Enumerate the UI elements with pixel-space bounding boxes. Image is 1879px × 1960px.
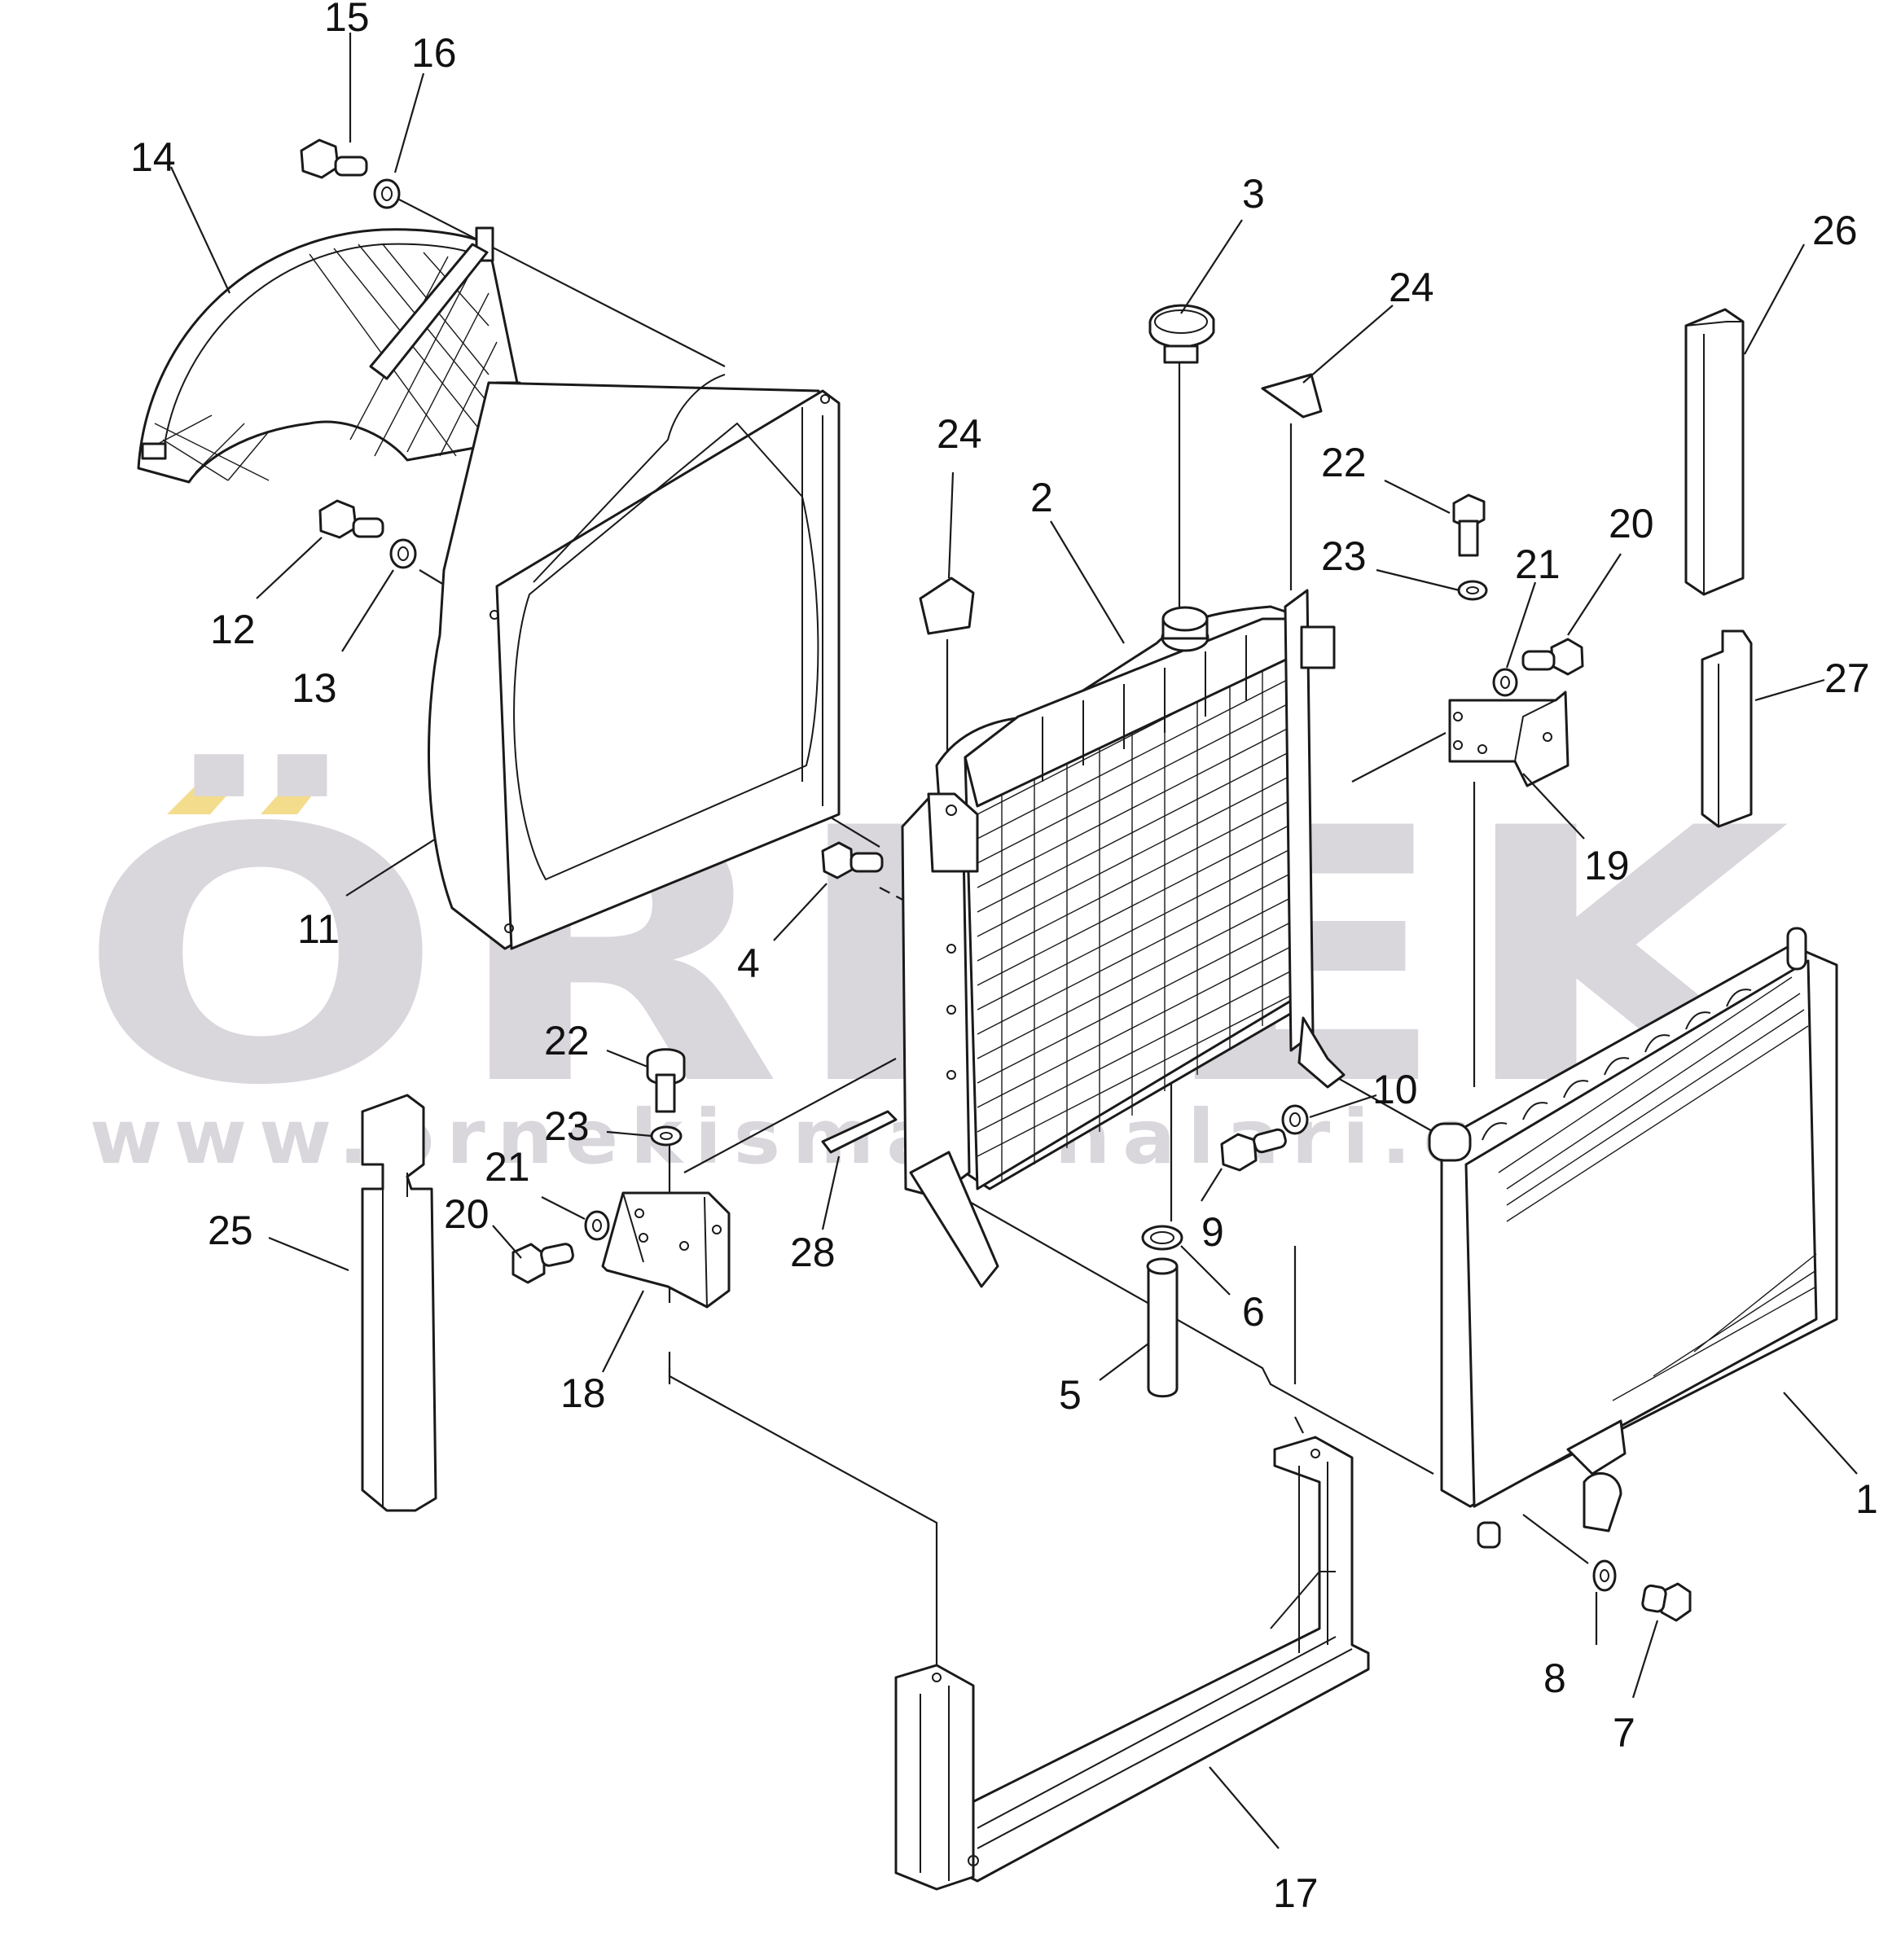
- callout-4: 4: [737, 941, 760, 986]
- callout-leaders: [170, 33, 1858, 1849]
- callout-22-left: 22: [544, 1018, 590, 1063]
- callout-numbers: 1 2 3 4 5 6 7 8 9 10 11 12 13 14 15 16 1…: [130, 0, 1878, 1916]
- washer-8: [1592, 1559, 1617, 1592]
- callout-15: 15: [324, 0, 370, 40]
- oil-cooler: [1428, 927, 1838, 1549]
- callout-20-right: 20: [1609, 501, 1654, 546]
- callout-28: 28: [790, 1230, 836, 1275]
- callout-25: 25: [208, 1208, 253, 1253]
- bracket-18: [601, 1191, 731, 1309]
- callout-18: 18: [560, 1370, 606, 1416]
- washer-21-left: [584, 1210, 610, 1241]
- callout-8: 8: [1543, 1655, 1566, 1701]
- bolt-15: [300, 138, 368, 179]
- drain-hose: [1146, 1257, 1179, 1398]
- callout-26: 26: [1812, 208, 1858, 253]
- callout-3: 3: [1242, 171, 1265, 217]
- callout-23-left: 23: [544, 1103, 590, 1149]
- callout-9: 9: [1201, 1209, 1224, 1255]
- washer-10: [1281, 1104, 1309, 1135]
- fan-guard-screen: [137, 226, 521, 484]
- washer-16: [373, 178, 401, 209]
- washer-23-left: [650, 1125, 683, 1147]
- callout-27: 27: [1824, 656, 1870, 701]
- bracket-19: [1448, 691, 1569, 787]
- callout-24-center: 24: [937, 411, 982, 457]
- seal-27: [1701, 629, 1753, 828]
- bolt-22-left: [646, 1048, 686, 1113]
- rubber-pad-24-center: [919, 577, 975, 635]
- callout-7: 7: [1613, 1710, 1635, 1756]
- watermark-accent-left: [167, 778, 243, 814]
- callout-24-right: 24: [1389, 265, 1434, 310]
- bolt-22-right: [1452, 493, 1486, 557]
- callout-20-left: 20: [444, 1191, 490, 1237]
- support-frame: [894, 1436, 1370, 1891]
- washer-13: [389, 538, 417, 569]
- callout-16: 16: [411, 30, 457, 76]
- drain-valve: [821, 841, 884, 879]
- hose-clamp: [1141, 1225, 1183, 1251]
- callout-23-right: 23: [1321, 533, 1367, 579]
- callout-2: 2: [1030, 475, 1053, 520]
- seal-26: [1684, 308, 1745, 596]
- radiator-cap: [1148, 304, 1215, 364]
- seal-strip: [821, 1110, 898, 1154]
- washer-21-right: [1492, 668, 1518, 697]
- callout-10: 10: [1372, 1067, 1418, 1112]
- callout-1: 1: [1855, 1476, 1878, 1522]
- callout-21-left: 21: [485, 1144, 530, 1190]
- callout-13: 13: [292, 665, 337, 711]
- callout-22-right: 22: [1321, 440, 1367, 485]
- bolt-12: [318, 499, 384, 539]
- fan-shroud: [427, 374, 841, 950]
- seal-25: [361, 1094, 437, 1512]
- bolt-20-left: [511, 1243, 574, 1284]
- callout-5: 5: [1059, 1372, 1082, 1418]
- washer-23-right: [1457, 580, 1488, 601]
- bolt-9: [1220, 1128, 1287, 1172]
- rubber-pad-24-right: [1261, 373, 1323, 419]
- callout-17: 17: [1273, 1870, 1319, 1916]
- watermark-accent-right: [261, 778, 326, 814]
- bolt-7: [1641, 1582, 1692, 1622]
- callout-6: 6: [1242, 1289, 1265, 1335]
- callout-11: 11: [297, 906, 340, 952]
- callout-19: 19: [1584, 843, 1630, 888]
- callout-14: 14: [130, 134, 176, 180]
- radiator-core: [901, 589, 1346, 1288]
- callout-12: 12: [210, 607, 256, 652]
- callout-21-right: 21: [1515, 542, 1561, 587]
- bolt-20-right: [1521, 638, 1584, 676]
